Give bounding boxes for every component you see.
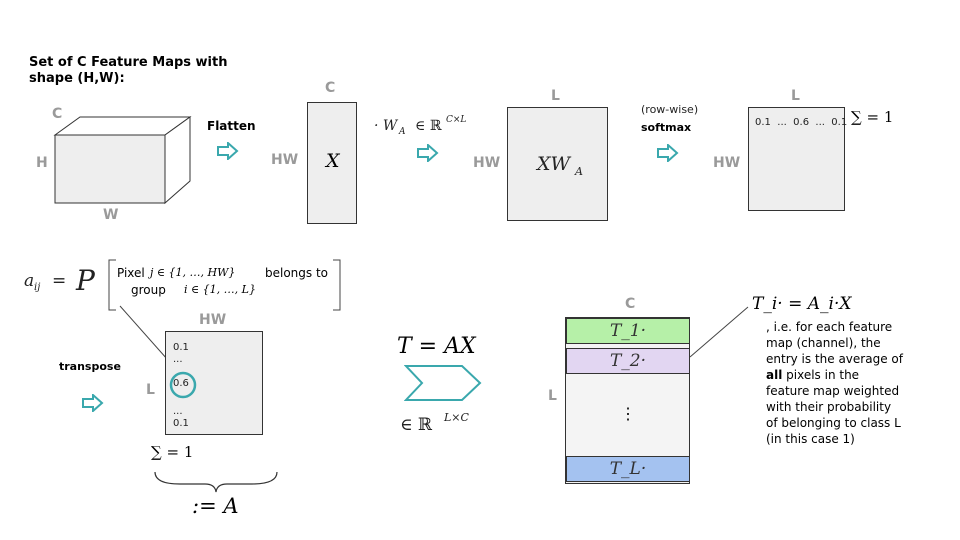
equation-t-domain: ∈ ℝ L×C bbox=[400, 411, 470, 435]
transpose-label: transpose bbox=[59, 360, 121, 373]
explanation-text: , i.e. for each feature map (channel), t… bbox=[766, 319, 946, 447]
svg-text:A: A bbox=[574, 165, 583, 178]
svg-text:ij: ij bbox=[34, 282, 40, 293]
aij-line1-b: belongs to bbox=[265, 266, 329, 280]
explanation-bold-all: all bbox=[766, 368, 783, 382]
matrix-t-row-1: T_1· bbox=[566, 318, 690, 344]
matrix-a-value: 0.1 bbox=[173, 342, 189, 353]
svg-text:XW: XW bbox=[535, 153, 572, 175]
matrix-x-symbol: X bbox=[326, 150, 340, 172]
svg-text:C×L: C×L bbox=[446, 115, 466, 125]
highlight-circle bbox=[169, 371, 197, 399]
svg-text:P: P bbox=[75, 264, 96, 297]
matrix-a-top-label: HW bbox=[199, 312, 227, 328]
diagram-title: Set of C Feature Maps with shape (H,W): bbox=[29, 55, 228, 86]
wa-multiply-text: · W A ∈ ℝ C×L bbox=[374, 115, 466, 137]
matrix-xwa-left-label: HW bbox=[473, 155, 501, 171]
matrix-t-top-label: C bbox=[625, 296, 636, 312]
aij-definition: a ij = P bbox=[24, 259, 341, 311]
matrix-a-sum: ∑ = 1 bbox=[151, 443, 194, 461]
softmax-label: softmax bbox=[641, 121, 692, 134]
curly-brace bbox=[154, 471, 278, 493]
matrix-soft-top-label: L bbox=[791, 88, 800, 104]
explanation-line: all pixels in the bbox=[766, 367, 946, 383]
arrow-right-icon bbox=[417, 144, 439, 162]
svg-text:∈ ℝ: ∈ ℝ bbox=[415, 118, 442, 134]
matrix-soft: 0.1 ... 0.6 ... 0.1 bbox=[748, 107, 848, 211]
feature-map-cube bbox=[53, 116, 192, 205]
matrix-soft-sum: ∑ = 1 bbox=[851, 108, 894, 126]
svg-text:a: a bbox=[24, 271, 34, 291]
aij-line1-math: j ∈ {1, …, HW} bbox=[150, 266, 236, 279]
matrix-soft-row-values: 0.1 ... 0.6 ... 0.1 bbox=[755, 117, 848, 128]
matrix-a-left-label: L bbox=[146, 382, 155, 398]
explanation-line: map (channel), the bbox=[766, 336, 881, 350]
softmax-rowwise-label: (row-wise) bbox=[641, 103, 699, 116]
matrix-xwa-symbol: XW A bbox=[535, 153, 583, 178]
arrow-right-icon bbox=[82, 394, 104, 412]
explanation-line: with their probability bbox=[766, 400, 892, 414]
explanation-line: of belonging to class L bbox=[766, 416, 901, 430]
flatten-label: Flatten bbox=[207, 119, 256, 133]
matrix-xwa bbox=[507, 107, 608, 221]
matrix-t-row-l: T_L· bbox=[566, 456, 690, 482]
explanation-line: entry is the average of bbox=[766, 352, 903, 366]
explanation-line: , i.e. for each feature bbox=[766, 320, 893, 334]
explanation-line: feature map weighted bbox=[766, 384, 900, 398]
svg-text:∈ ℝ: ∈ ℝ bbox=[400, 415, 433, 435]
matrix-a-define: := A bbox=[192, 494, 239, 518]
aij-line2-a: group bbox=[131, 283, 166, 297]
svg-text:· W: · W bbox=[374, 118, 399, 134]
arrow-right-icon bbox=[217, 142, 239, 160]
matrix-t-left-label: L bbox=[548, 388, 557, 404]
matrix-a-value-highlight: 0.6 bbox=[173, 378, 189, 389]
matrix-t: T_1· T_2· ⋮ T_L· bbox=[565, 317, 690, 484]
svg-text:L×C: L×C bbox=[443, 411, 470, 424]
explanation-line-rest: pixels in the bbox=[782, 368, 860, 382]
cube-c-label: C bbox=[52, 106, 63, 122]
explanation-formula: T_i· = A_i·X bbox=[752, 294, 852, 314]
equation-t: T = AX bbox=[397, 334, 476, 359]
svg-text:=: = bbox=[52, 271, 66, 291]
arrow-right-icon bbox=[657, 144, 679, 162]
matrix-x-left-label: HW bbox=[271, 152, 299, 168]
aij-line1-a: Pixel bbox=[117, 266, 145, 280]
cube-w-label: W bbox=[103, 207, 119, 223]
matrix-a-value: 0.1 bbox=[173, 418, 189, 429]
chevron-arrow-icon bbox=[404, 365, 482, 401]
matrix-t-vdots: ⋮ bbox=[620, 404, 636, 423]
matrix-a-value: ... bbox=[173, 406, 183, 417]
cube-h-label: H bbox=[36, 155, 48, 171]
explanation-line: (in this case 1) bbox=[766, 432, 855, 446]
matrix-t-row-2: T_2· bbox=[566, 348, 690, 374]
matrix-a: 0.1 ... 0.6 ... 0.1 bbox=[165, 331, 263, 435]
matrix-xwa-top-label: L bbox=[551, 88, 560, 104]
matrix-soft-left-label: HW bbox=[713, 155, 741, 171]
matrix-x-top-label: C bbox=[325, 80, 336, 96]
svg-text:A: A bbox=[398, 127, 406, 137]
matrix-a-value: ... bbox=[173, 354, 183, 365]
aij-line2-math: i ∈ {1, …, L} bbox=[184, 283, 256, 296]
matrix-x: X bbox=[307, 102, 357, 224]
